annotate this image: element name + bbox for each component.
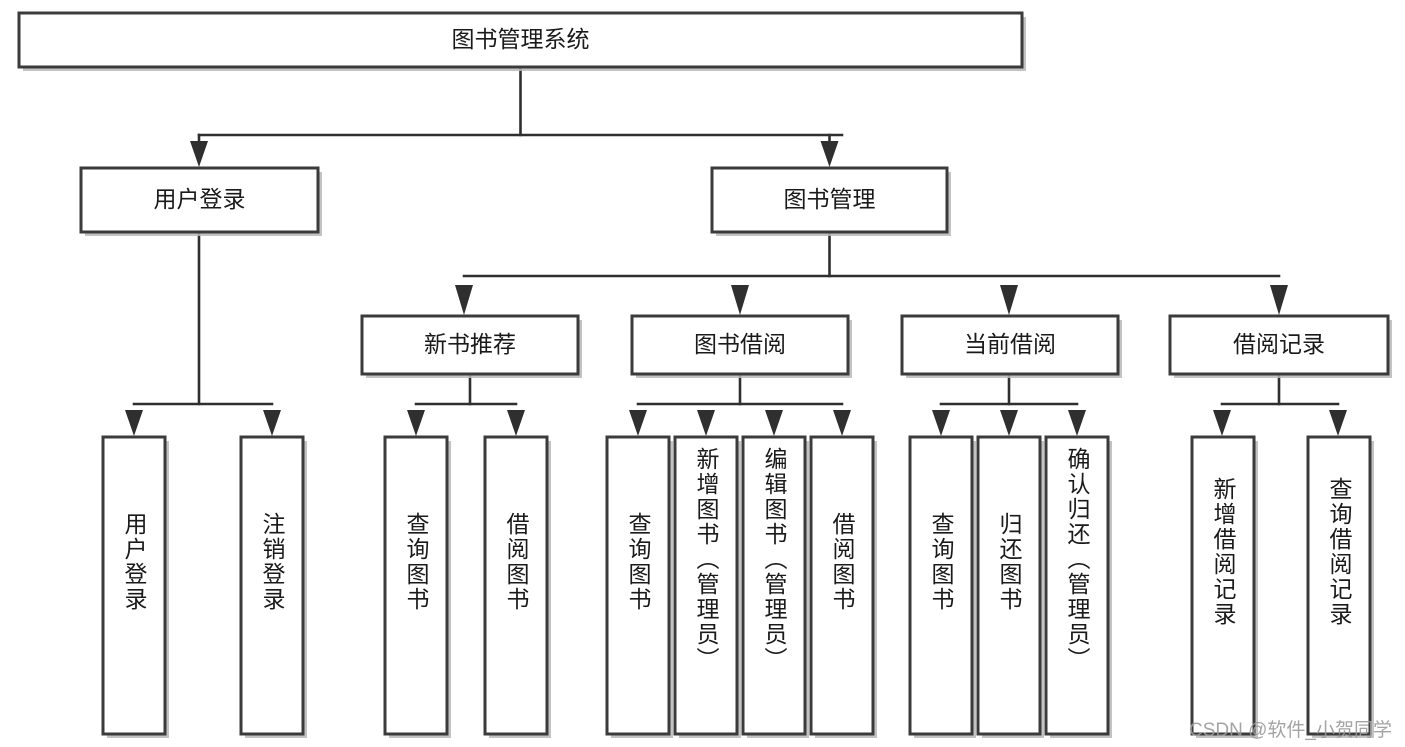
- node-user-login-box[interactable]: [79, 166, 320, 234]
- node-leaf-query-book-1-box[interactable]: [383, 435, 449, 736]
- node-leaf-edit-book-box[interactable]: [741, 435, 807, 736]
- node-leaf-add-book-label: 新增图书（管理员）: [693, 447, 720, 672]
- arrow-leaf-edit-book: [765, 410, 783, 436]
- node-leaf-edit-book-label: 编辑图书（管理员）: [761, 447, 788, 672]
- node-leaf-borrow-book-1-label: 借阅图书: [503, 512, 530, 612]
- node-leaf-query-record-box[interactable]: [1306, 435, 1372, 736]
- node-book-borrow-label: 图书借阅: [694, 331, 786, 357]
- node-user-login-label: 用户登录: [154, 186, 246, 212]
- arrow-borrow-record: [1270, 285, 1288, 315]
- node-root[interactable]: 图书管理系统: [17, 11, 1026, 71]
- node-current-borrow-label: 当前借阅: [964, 331, 1056, 357]
- arrow-leaf-add-book: [697, 410, 715, 436]
- node-leaf-confirm-return-box[interactable]: [1044, 435, 1110, 736]
- node-book-manage-label: 图书管理: [784, 186, 876, 212]
- node-current-borrow[interactable]: 当前借阅: [900, 314, 1122, 378]
- node-leaf-borrow-book-2[interactable]: 借阅图书: [809, 435, 877, 738]
- node-borrow-record[interactable]: 借阅记录: [1168, 314, 1392, 378]
- node-leaf-add-book[interactable]: 新增图书（管理员）: [673, 435, 741, 738]
- arrow-book-manage: [820, 141, 839, 167]
- node-leaf-query-book-1[interactable]: 查询图书: [383, 435, 451, 738]
- node-leaf-query-book-3-label: 查询图书: [928, 512, 955, 612]
- arrow-user-login: [190, 141, 208, 167]
- node-leaf-user-login-label: 用户登录: [121, 512, 148, 612]
- arrow-new-book-rec: [455, 285, 473, 315]
- node-leaf-return-book-box[interactable]: [976, 435, 1042, 736]
- node-leaf-edit-book[interactable]: 编辑图书（管理员）: [741, 435, 809, 738]
- node-leaf-borrow-book-1-box[interactable]: [483, 435, 549, 736]
- node-leaf-user-login[interactable]: 用户登录: [101, 435, 169, 738]
- node-leaf-borrow-book-1[interactable]: 借阅图书: [483, 435, 551, 738]
- watermark-text: CSDN @软件_小贺同学: [1189, 719, 1392, 741]
- arrow-leaf-query-book-1: [407, 410, 425, 436]
- node-user-login[interactable]: 用户登录: [79, 166, 322, 236]
- node-current-borrow-box[interactable]: [900, 314, 1120, 376]
- node-leaf-query-book-3-box[interactable]: [908, 435, 974, 736]
- node-leaf-query-book-3[interactable]: 查询图书: [908, 435, 976, 738]
- node-book-manage[interactable]: 图书管理: [710, 166, 951, 236]
- node-leaf-add-record[interactable]: 新增借阅记录: [1190, 435, 1258, 738]
- node-book-borrow[interactable]: 图书借阅: [630, 314, 852, 378]
- node-leaf-query-book-2-box[interactable]: [605, 435, 671, 736]
- arrow-leaf-query-record: [1329, 410, 1347, 436]
- arrow-leaf-logout: [263, 410, 281, 436]
- node-leaf-query-record[interactable]: 查询借阅记录: [1306, 435, 1374, 738]
- node-leaf-return-book-label: 归还图书: [996, 512, 1023, 612]
- arrow-book-borrow: [731, 285, 749, 315]
- node-leaf-confirm-return[interactable]: 确认归还（管理员）: [1044, 435, 1112, 738]
- node-root-label: 图书管理系统: [452, 26, 590, 52]
- node-book-manage-box[interactable]: [710, 166, 949, 234]
- node-leaf-logout-label: 注销登录: [259, 512, 286, 612]
- arrow-leaf-return-book: [1000, 410, 1018, 436]
- arrow-leaf-query-book-2: [629, 410, 647, 436]
- node-leaf-logout[interactable]: 注销登录: [239, 435, 307, 738]
- node-leaf-add-book-box[interactable]: [673, 435, 739, 736]
- arrow-leaf-confirm-return: [1068, 410, 1086, 436]
- node-new-book-rec-label: 新书推荐: [424, 331, 516, 357]
- connector-layer: [125, 65, 1347, 436]
- node-leaf-add-record-box[interactable]: [1190, 435, 1256, 736]
- node-leaf-borrow-book-2-box[interactable]: [809, 435, 875, 736]
- node-book-borrow-box[interactable]: [630, 314, 850, 376]
- node-leaf-logout-box[interactable]: [239, 435, 305, 736]
- node-leaf-query-record-label: 查询借阅记录: [1326, 477, 1353, 627]
- node-leaf-query-book-2[interactable]: 查询图书: [605, 435, 673, 738]
- arrow-leaf-user-login: [125, 410, 143, 436]
- node-root-box[interactable]: [17, 11, 1024, 69]
- node-new-book-rec-box[interactable]: [360, 314, 580, 376]
- node-leaf-query-book-2-label: 查询图书: [625, 512, 652, 612]
- node-leaf-user-login-box[interactable]: [101, 435, 167, 736]
- arrow-current-borrow: [1000, 285, 1018, 315]
- node-leaf-borrow-book-2-label: 借阅图书: [829, 512, 856, 612]
- arrow-leaf-borrow-book-1: [507, 410, 525, 436]
- arrow-leaf-add-record: [1213, 410, 1231, 436]
- node-leaf-confirm-return-label: 确认归还（管理员）: [1064, 447, 1091, 672]
- node-new-book-rec[interactable]: 新书推荐: [360, 314, 582, 378]
- node-leaf-return-book[interactable]: 归还图书: [976, 435, 1044, 738]
- arrow-leaf-query-book-3: [932, 410, 950, 436]
- node-borrow-record-box[interactable]: [1168, 314, 1390, 376]
- node-leaf-query-book-1-label: 查询图书: [403, 512, 430, 612]
- arrow-leaf-borrow-book-2: [833, 410, 851, 436]
- node-borrow-record-label: 借阅记录: [1233, 331, 1325, 357]
- node-leaf-add-record-label: 新增借阅记录: [1210, 477, 1237, 627]
